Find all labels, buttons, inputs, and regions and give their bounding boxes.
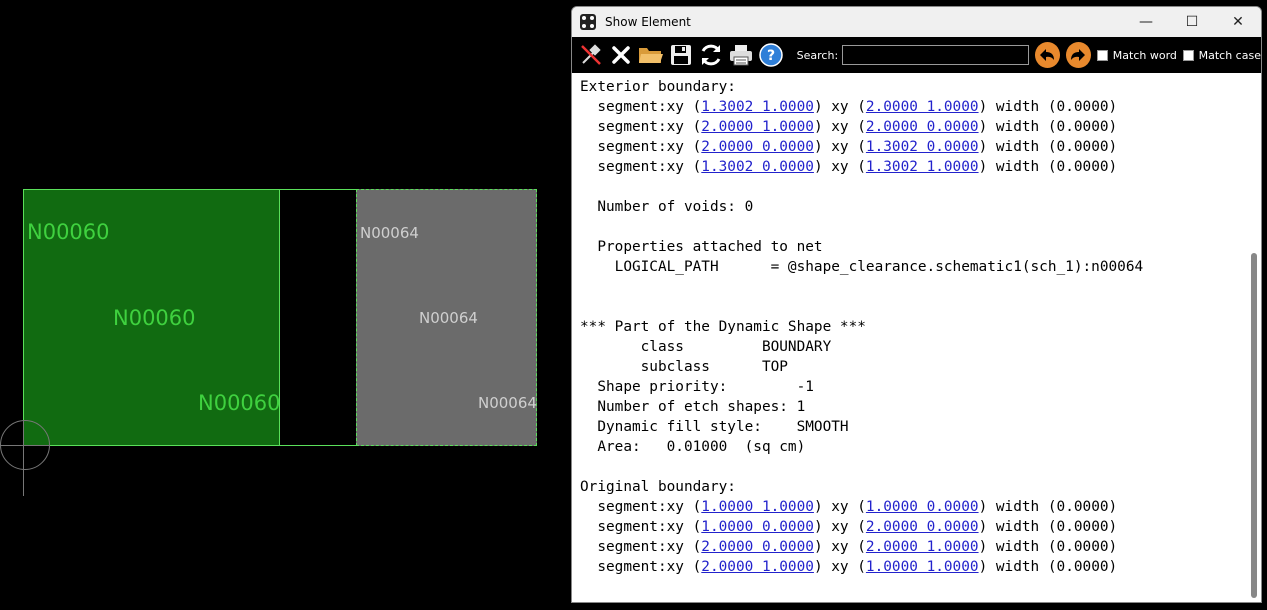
- crosshair-horizontal: [0, 445, 50, 446]
- coord-link[interactable]: 2.0000 0.0000: [701, 139, 814, 155]
- coord-link[interactable]: 1.3002 1.0000: [701, 99, 814, 115]
- class-line: class BOUNDARY: [580, 339, 832, 355]
- net-label-n00060: N00060: [27, 220, 110, 244]
- part-header: *** Part of the Dynamic Shape ***: [580, 319, 866, 335]
- title-bar[interactable]: Show Element — ☐ ✕: [572, 7, 1261, 37]
- net-label-n00064: N00064: [478, 394, 537, 412]
- voids-line: Number of voids: 0: [597, 199, 754, 215]
- segment-width: (0.0000): [1047, 519, 1118, 535]
- help-icon[interactable]: ?: [757, 40, 786, 70]
- segment-width: (0.0000): [1047, 159, 1118, 175]
- coord-link[interactable]: 1.3002 0.0000: [865, 139, 979, 155]
- segment-width: (0.0000): [1047, 139, 1118, 155]
- report-text: Exterior boundary: segment:xy (1.3002 1.…: [580, 79, 1144, 575]
- search-label: Search:: [796, 48, 839, 62]
- close-button[interactable]: ✕: [1232, 14, 1244, 30]
- segment-width: (0.0000): [1047, 559, 1118, 575]
- section-title: Original boundary:: [580, 479, 736, 495]
- search-previous-icon[interactable]: [1034, 42, 1060, 68]
- segment-width: (0.0000): [1047, 539, 1118, 555]
- segment-width: (0.0000): [1047, 119, 1118, 135]
- coord-link[interactable]: 2.0000 1.0000: [865, 539, 979, 555]
- priority-line: Shape priority: -1: [580, 379, 814, 395]
- etch-line: Number of etch shapes: 1: [580, 399, 806, 415]
- coord-link[interactable]: 1.0000 1.0000: [865, 559, 979, 575]
- svg-text:?: ?: [767, 48, 775, 64]
- subclass-line: subclass TOP: [580, 359, 788, 375]
- toolbar: ? Search: Match word Match case: [572, 37, 1261, 73]
- coord-link[interactable]: 2.0000 1.0000: [701, 559, 814, 575]
- show-element-window: Show Element — ☐ ✕ ? Search:: [571, 6, 1262, 603]
- section-title: Exterior boundary:: [580, 79, 736, 95]
- coord-link[interactable]: 2.0000 0.0000: [865, 519, 979, 535]
- match-case-label: Match case: [1198, 48, 1261, 62]
- area-line: Area: 0.01000 (sq cm): [580, 439, 806, 455]
- net-label-n00060: N00060: [113, 306, 196, 330]
- clear-icon[interactable]: [606, 40, 635, 70]
- properties-title: Properties attached to net: [597, 239, 823, 255]
- match-word-label: Match word: [1112, 48, 1177, 62]
- refresh-icon[interactable]: [696, 40, 725, 70]
- clearance-gap: [279, 189, 357, 446]
- search-input[interactable]: [842, 45, 1029, 65]
- fill-style-line: Dynamic fill style: SMOOTH: [580, 419, 849, 435]
- match-case-checkbox[interactable]: [1182, 49, 1194, 61]
- coord-link[interactable]: 1.0000 0.0000: [701, 519, 814, 535]
- window-title: Show Element: [605, 15, 691, 29]
- coord-link[interactable]: 2.0000 1.0000: [865, 99, 979, 115]
- print-icon[interactable]: [726, 40, 755, 70]
- pin-icon[interactable]: [576, 40, 605, 70]
- shape-n00064[interactable]: [356, 189, 537, 446]
- net-label-n00064: N00064: [419, 309, 478, 327]
- coord-link[interactable]: 2.0000 1.0000: [701, 119, 814, 135]
- minimize-button[interactable]: —: [1139, 14, 1153, 30]
- save-icon[interactable]: [666, 40, 695, 70]
- search-next-icon[interactable]: [1065, 42, 1092, 68]
- coord-link[interactable]: 1.0000 1.0000: [701, 499, 814, 515]
- shape-n00060[interactable]: [23, 189, 280, 446]
- vertical-scrollbar[interactable]: [1251, 253, 1257, 598]
- segment-width: (0.0000): [1047, 99, 1118, 115]
- coord-link[interactable]: 2.0000 0.0000: [865, 119, 979, 135]
- net-label-n00064: N00064: [360, 224, 419, 242]
- coord-link[interactable]: 1.3002 1.0000: [865, 159, 979, 175]
- maximize-button[interactable]: ☐: [1185, 14, 1199, 30]
- coord-link[interactable]: 1.3002 0.0000: [701, 159, 814, 175]
- coord-link[interactable]: 1.0000 0.0000: [865, 499, 979, 515]
- app-icon: [580, 14, 596, 30]
- match-word-checkbox[interactable]: [1097, 49, 1108, 61]
- open-folder-icon[interactable]: [636, 40, 665, 70]
- net-label-n00060: N00060: [198, 391, 281, 415]
- report-content[interactable]: Exterior boundary: segment:xy (1.3002 1.…: [572, 73, 1261, 602]
- design-canvas[interactable]: N00060 N00060 N00060 N00064 N00064 N0006…: [0, 0, 575, 610]
- crosshair-vertical: [23, 420, 24, 496]
- property-line: LOGICAL_PATH = @shape_clearance.schemati…: [597, 259, 1144, 275]
- segment-width: (0.0000): [1047, 499, 1118, 515]
- coord-link[interactable]: 2.0000 0.0000: [701, 539, 814, 555]
